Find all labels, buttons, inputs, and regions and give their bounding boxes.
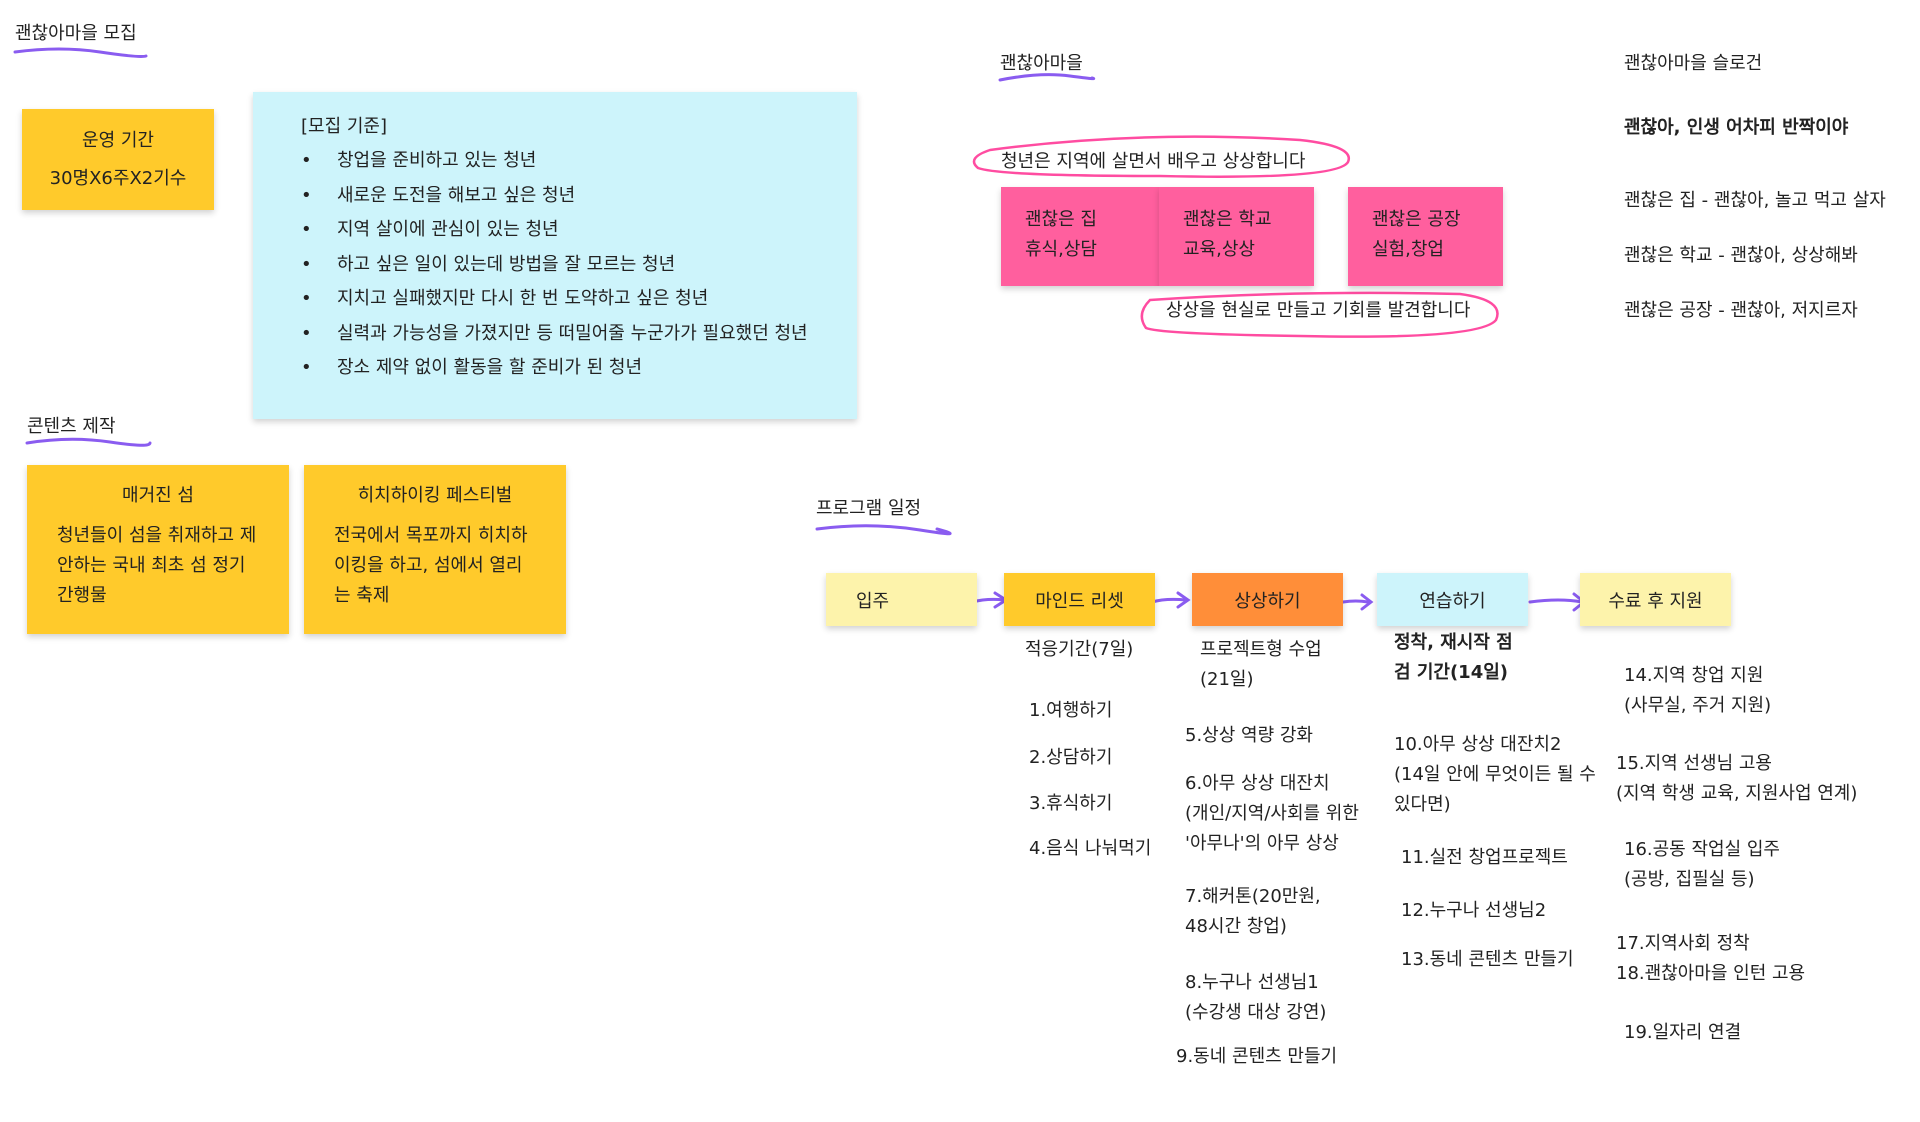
practice-period: 정착, 재시작 점	[1394, 632, 1513, 653]
after-item: 14.지역 창업 지원	[1624, 665, 1764, 686]
underline-village	[998, 73, 1096, 82]
village-note-line1: 괜찮은 집	[1025, 209, 1097, 230]
underline-recruit	[13, 47, 148, 58]
practice-item: 10.아무 상상 대잔치2	[1394, 734, 1562, 755]
practice-period-days: 검 기간(14일)	[1394, 662, 1509, 683]
step-practice[interactable]: 연습하기	[1377, 573, 1528, 626]
imagine-item-detail: (개인/지역/사회를 위한	[1185, 803, 1359, 824]
after-item: 18.괜찮아마을 인턴 고용	[1616, 963, 1806, 984]
village-note-line1: 괜찮은 학교	[1183, 209, 1272, 230]
slogan-title: 괜찮아마을 슬로건	[1624, 53, 1763, 74]
slogan-item-house: 괜찮은 집 - 괜찮아, 놀고 먹고 살자	[1624, 190, 1886, 211]
after-item: 17.지역사회 정착	[1616, 933, 1750, 954]
imagine-item-detail: 48시간 창업)	[1185, 916, 1287, 937]
village-top-text: 청년은 지역에 살면서 배우고 상상합니다	[1001, 151, 1306, 172]
criteria-item: 장소 제약 없이 활동을 할 준비가 된 청년	[301, 351, 857, 386]
after-item-detail: (지역 학생 교육, 지원사업 연계)	[1616, 783, 1858, 804]
arrow-3-head	[1360, 593, 1374, 611]
program-title: 프로그램 일정	[816, 498, 922, 519]
step-after-support[interactable]: 수료 후 지원	[1580, 573, 1731, 626]
criteria-item: 실력과 가능성을 가졌지만 등 떠밀어줄 누군가가 필요했던 청년	[301, 317, 857, 352]
village-note-line2: 교육,상상	[1183, 239, 1255, 260]
imagine-item-detail: '아무나'의 아무 상상	[1185, 833, 1339, 854]
magazine-body: 청년들이 섬을 취재하고 제안하는 국내 최초 섬 정기간행물	[57, 525, 257, 606]
criteria-title: [모집 기준]	[301, 116, 388, 137]
village-note-house[interactable]: 괜찮은 집 휴식,상담	[1001, 187, 1159, 286]
criteria-list: 창업을 준비하고 있는 청년 새로운 도전을 해보고 싶은 청년 지역 살이에 …	[301, 144, 857, 386]
circle-top-text	[972, 135, 1351, 178]
step-imagine[interactable]: 상상하기	[1192, 573, 1343, 626]
content-title: 콘텐츠 제작	[27, 416, 116, 437]
village-note-line2: 실험,창업	[1372, 239, 1444, 260]
arrow-2-head	[1176, 591, 1191, 609]
criteria-item: 하고 싶은 일이 있는데 방법을 잘 모르는 청년	[301, 248, 857, 283]
festival-note[interactable]: 히치하이킹 페스티벌 전국에서 목포까지 히치하이킹을 하고, 섬에서 열리는 …	[304, 465, 566, 634]
arrow-4	[1528, 598, 1584, 604]
imagine-period-days: (21일)	[1200, 669, 1254, 690]
underline-program	[815, 524, 952, 536]
mind-item: 3.휴식하기	[1029, 793, 1113, 814]
step-move-in[interactable]: 입주	[826, 573, 977, 626]
imagine-item-detail: (수강생 대상 강연)	[1185, 1002, 1327, 1023]
village-bottom-text: 상상을 현실로 만들고 기회를 발견합니다	[1166, 300, 1471, 321]
criteria-note[interactable]: [모집 기준] 창업을 준비하고 있는 청년 새로운 도전을 해보고 싶은 청년…	[253, 92, 857, 419]
after-item-detail: (공방, 집필실 등)	[1624, 869, 1755, 890]
after-item: 16.공동 작업실 입주	[1624, 839, 1780, 860]
slogan-item-factory: 괜찮은 공장 - 괜찮아, 저지르자	[1624, 300, 1858, 321]
magazine-note[interactable]: 매거진 섬 청년들이 섬을 취재하고 제안하는 국내 최초 섬 정기간행물	[27, 465, 289, 634]
mind-item: 4.음식 나눠먹기	[1029, 838, 1152, 859]
step-mind-reset[interactable]: 마인드 리셋	[1004, 573, 1155, 626]
after-item: 15.지역 선생님 고용	[1616, 753, 1772, 774]
criteria-item: 지치고 실패했지만 다시 한 번 도약하고 싶은 청년	[301, 282, 857, 317]
arrow-3	[1341, 599, 1370, 604]
mind-period: 적응기간(7일)	[1025, 639, 1134, 660]
imagine-item: 9.동네 콘텐츠 만들기	[1176, 1046, 1338, 1067]
practice-item: 12.누구나 선생님2	[1401, 900, 1547, 921]
practice-item: 13.동네 콘텐츠 만들기	[1401, 949, 1574, 970]
village-title: 괜찮아마을	[1000, 53, 1083, 74]
mind-item: 2.상담하기	[1029, 747, 1113, 768]
imagine-period: 프로젝트형 수업	[1200, 639, 1322, 660]
festival-title: 히치하이킹 페스티벌	[357, 485, 513, 506]
village-note-line1: 괜찮은 공장	[1372, 209, 1461, 230]
criteria-item: 지역 살이에 관심이 있는 청년	[301, 213, 857, 248]
operation-value: 30명X6주X2기수	[49, 167, 187, 189]
imagine-item: 8.누구나 선생님1	[1185, 972, 1319, 993]
village-note-line2: 휴식,상담	[1025, 239, 1097, 260]
imagine-item: 6.아무 상상 대잔치	[1185, 773, 1330, 794]
criteria-item: 새로운 도전을 해보고 싶은 청년	[301, 179, 857, 214]
circle-bottom-text	[1140, 291, 1499, 338]
after-item-detail: (사무실, 주거 지원)	[1624, 695, 1772, 716]
practice-item: 11.실전 창업프로젝트	[1401, 847, 1568, 868]
recruit-title: 괜찮아마을 모집	[15, 23, 137, 44]
underline-content	[25, 437, 152, 447]
festival-body: 전국에서 목포까지 히치하이킹을 하고, 섬에서 열리는 축제	[334, 525, 528, 606]
practice-item-detail: (14일 안에 무엇이든 될 수	[1394, 764, 1596, 785]
village-note-factory[interactable]: 괜찮은 공장 실험,창업	[1348, 187, 1503, 286]
slogan-main: 괜찮아, 인생 어차피 반짝이야	[1624, 117, 1849, 138]
operation-title: 운영 기간	[82, 129, 154, 151]
imagine-item: 5.상상 역량 강화	[1185, 725, 1313, 746]
arrow-2	[1150, 597, 1188, 604]
village-note-school[interactable]: 괜찮은 학교 교육,상상	[1159, 187, 1314, 286]
magazine-title: 매거진 섬	[122, 485, 194, 506]
operation-note[interactable]: 운영 기간 30명X6주X2기수	[22, 109, 214, 210]
imagine-item: 7.해커톤(20만원,	[1185, 886, 1321, 907]
criteria-item: 창업을 준비하고 있는 청년	[301, 144, 857, 179]
after-item: 19.일자리 연결	[1624, 1022, 1742, 1043]
slogan-item-school: 괜찮은 학교 - 괜찮아, 상상해봐	[1624, 245, 1858, 266]
mind-item: 1.여행하기	[1029, 700, 1113, 721]
practice-item-detail: 있다면)	[1394, 794, 1451, 815]
